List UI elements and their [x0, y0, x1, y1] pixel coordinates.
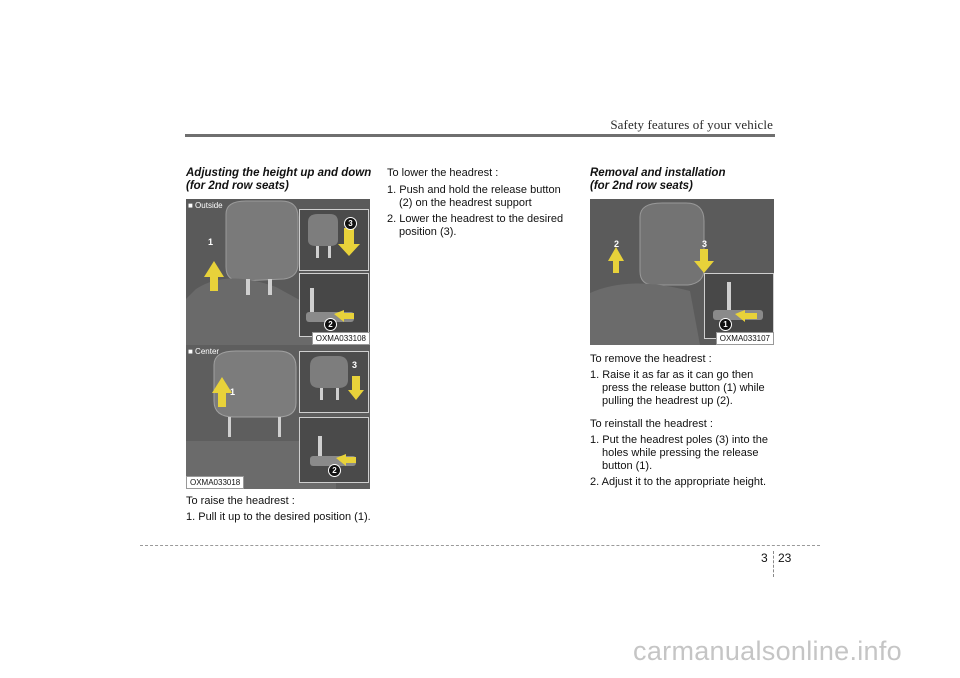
badge-number-3: 3	[344, 217, 357, 230]
figure-code-center: OXMA033018	[186, 476, 245, 489]
figure-code-outside: OXMA033108	[311, 332, 370, 345]
badge-number-2-center: 2	[328, 464, 341, 477]
badge-number-2: 2	[324, 318, 337, 331]
removal-heading: Removal and installation (for 2nd row se…	[590, 167, 776, 193]
reinstall-step-2: 2. Adjust it to the appropriate height.	[590, 476, 767, 488]
figure-outside: ■ Outside 1 3 2 OXMA033108	[186, 199, 370, 345]
inset-removal-release-illustration	[705, 274, 773, 338]
footer-rule	[140, 545, 820, 546]
inset-bottom-outside: 2	[299, 273, 369, 337]
lower-title: To lower the headrest :	[387, 167, 499, 179]
lower-step-2: 2. Lower the headrest to the desired pos…	[387, 213, 564, 238]
inset-top-center: 3	[299, 351, 369, 413]
header-rule	[185, 134, 775, 137]
right-column: Removal and installation (for 2nd row se…	[590, 167, 776, 489]
arrow-number-3-center: 3	[352, 360, 358, 370]
figure-code-removal: OXMA033107	[715, 332, 774, 345]
inset-removal-release: 1	[704, 273, 774, 339]
raise-title: To raise the headrest :	[186, 495, 295, 507]
inset-top-outside: 3	[299, 209, 369, 271]
arrow-number-1-center: 1	[230, 387, 236, 397]
lower-step-1: 1. Push and hold the release button (2) …	[387, 184, 561, 209]
middle-column: To lower the headrest : 1. Push and hold…	[387, 167, 575, 239]
chapter-number: 3	[761, 551, 768, 565]
remove-step-1: 1. Raise it as far as it can go then pre…	[590, 369, 765, 407]
arrow-number-2-removal: 2	[614, 239, 620, 249]
figure-removal: 2 3 1 OXMA033107	[590, 199, 774, 345]
raise-step-1: 1. Pull it up to the desired position (1…	[186, 511, 371, 523]
adjust-heading-line1: Adjusting the height up and down	[186, 167, 372, 179]
removal-heading-line1: Removal and installation	[590, 167, 726, 179]
outside-label: ■ Outside	[188, 201, 223, 210]
figure-center: ■ Center 1 3 2 OXMA033018	[186, 345, 370, 489]
left-column: Adjusting the height up and down (for 2n…	[186, 167, 376, 524]
center-label: ■ Center	[188, 347, 220, 356]
section-title: Safety features of your vehicle	[610, 117, 773, 132]
watermark: carmanualsonline.info	[633, 636, 902, 666]
remove-title: To remove the headrest :	[590, 353, 712, 365]
reinstall-step-1: 1. Put the headrest poles (3) into the h…	[590, 434, 768, 472]
reinstall-title: To reinstall the headrest :	[590, 418, 713, 430]
inset-headrest-illustration	[300, 210, 368, 270]
adjust-heading-line2: (for 2nd row seats)	[186, 180, 289, 192]
adjust-heading: Adjusting the height up and down (for 2n…	[186, 167, 376, 193]
arrow-number-1: 1	[208, 237, 214, 247]
inset-release-button-illustration	[300, 274, 368, 336]
page-number-separator	[773, 551, 774, 577]
inset-center-headrest-illustration	[300, 352, 368, 412]
arrow-number-3-removal: 3	[702, 239, 708, 249]
removal-heading-line2: (for 2nd row seats)	[590, 180, 693, 192]
page-number: 23	[778, 551, 792, 565]
badge-number-1-removal: 1	[719, 318, 732, 331]
inset-bottom-center: 2	[299, 417, 369, 483]
